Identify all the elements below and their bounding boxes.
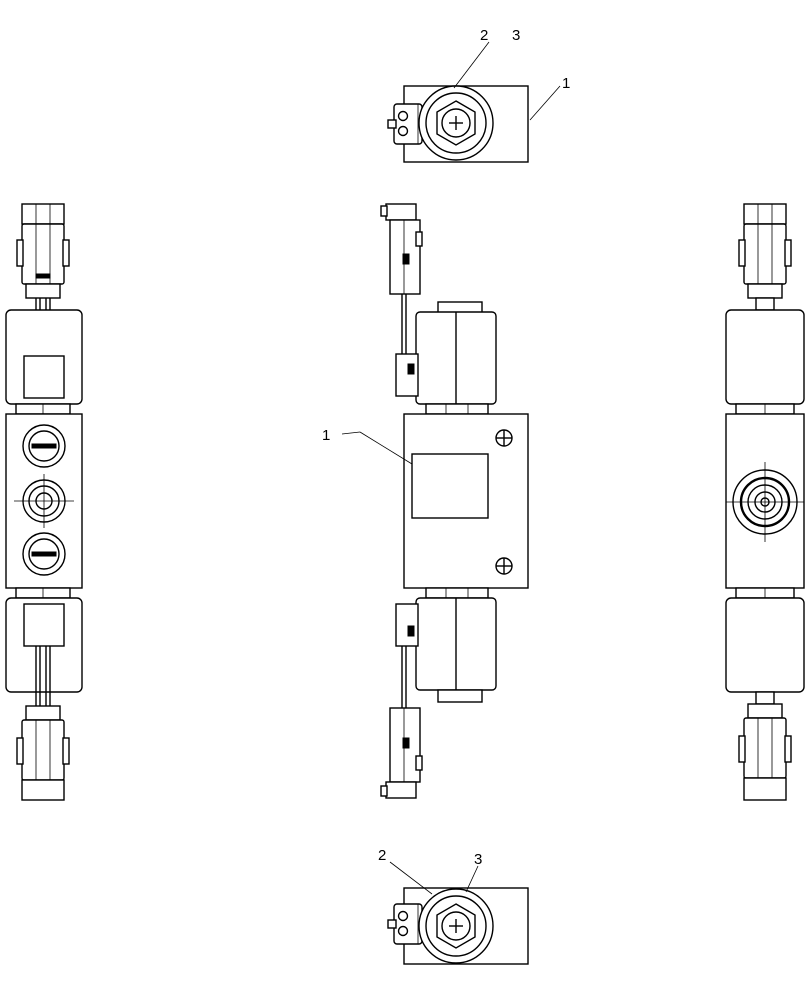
- front-view: 1: [322, 203, 529, 799]
- top-view-connector: [387, 103, 423, 145]
- top-callout-1: 1: [562, 75, 570, 92]
- bottom-view-connector: [387, 903, 423, 945]
- top-end-view: 2 3 1: [387, 27, 570, 163]
- left-view-bottom-connector: [16, 646, 70, 801]
- right-view-bottom-connector: [738, 691, 792, 801]
- top-callout-2: 2: [480, 27, 488, 44]
- front-view-bottom-connector: [380, 646, 423, 799]
- top-callout-3: 3: [512, 27, 520, 44]
- right-view-port: [726, 462, 804, 542]
- front-view-screw-lower: [495, 557, 513, 575]
- bottom-view-coil-nut: [418, 888, 494, 964]
- bottom-callout-2: 2: [378, 847, 386, 864]
- front-callout-1: 1: [322, 427, 330, 444]
- front-view-screw-upper: [495, 429, 513, 447]
- right-side-view: [725, 203, 805, 801]
- left-view-top-connector: [16, 203, 70, 356]
- left-view-port-center: [14, 474, 74, 528]
- front-view-top-connector: [380, 203, 423, 356]
- bottom-end-view: 2 3: [378, 847, 529, 965]
- bottom-callout-3: 3: [474, 851, 482, 868]
- top-view-coil-nut: [418, 85, 494, 161]
- right-view-top-connector: [738, 203, 792, 311]
- left-view-port-lower: [22, 532, 66, 576]
- left-side-view: [5, 203, 83, 801]
- left-view-port-upper: [22, 424, 66, 468]
